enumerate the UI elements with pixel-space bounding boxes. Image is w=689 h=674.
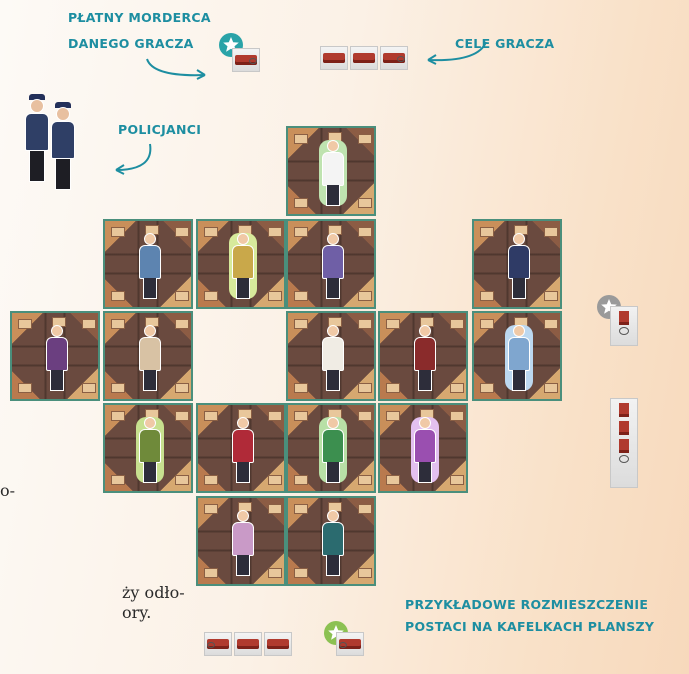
arrow-to-police-icon (110, 142, 160, 178)
police-label: POLICJANCI (118, 120, 201, 140)
figure-navy-suit (505, 233, 533, 299)
target-card (234, 632, 262, 656)
police-figures (22, 94, 78, 189)
target-card (232, 48, 260, 72)
board-tile (10, 311, 100, 401)
figure-priest (319, 325, 347, 391)
figure-purple-dress (319, 233, 347, 299)
body-text-line-1: o- (0, 482, 15, 500)
board-tile (378, 311, 468, 401)
board-tile (196, 403, 286, 493)
figure-red-top (229, 417, 257, 483)
board-tile (103, 311, 193, 401)
figure-yellow-jacket (229, 233, 257, 299)
board-tile (286, 126, 376, 216)
board-tile (286, 496, 376, 586)
board-tile (286, 403, 376, 493)
figure-teal-suit (319, 510, 347, 576)
example-label-line1: PRZYKŁADOWE ROZMIESZCZENIE (405, 595, 648, 615)
player-targets-label: CELE GRACZA (455, 34, 554, 54)
board-tile (472, 219, 562, 309)
assassin-card (232, 48, 260, 72)
board-tile (472, 311, 562, 401)
figure-purple-coat (43, 325, 71, 391)
arrow-to-assassin-icon (145, 55, 215, 85)
target-card (320, 46, 348, 70)
target-card (264, 632, 292, 656)
figure-pink-lady (229, 510, 257, 576)
figure-blue-shirt (505, 325, 533, 391)
body-text-line-2: ży odło- (122, 584, 185, 602)
vertical-card-single (610, 306, 638, 346)
board-tile (378, 403, 468, 493)
player-target-cards (320, 46, 408, 70)
board-tile (196, 496, 286, 586)
target-card (350, 46, 378, 70)
assassin-label-line2: DANEGO GRACZA (68, 34, 194, 54)
target-card (380, 46, 408, 70)
figure-blue-coat (136, 233, 164, 299)
board-tile (286, 219, 376, 309)
bottom-target-cards (204, 632, 292, 656)
assassin-label-line1: PŁATNY MORDERCA (68, 8, 211, 28)
board-tile (286, 311, 376, 401)
target-card (336, 632, 364, 656)
figure-violet-dancer (411, 417, 439, 483)
figure-plant-man (136, 417, 164, 483)
figure-bag-lady (136, 325, 164, 391)
green-star-card (336, 632, 364, 656)
board-tile (196, 219, 286, 309)
target-card (204, 632, 232, 656)
figure-white-dress (319, 140, 347, 206)
example-label-line2: POSTACI NA KAFELKACH PLANSZY (405, 617, 654, 637)
board-tile (103, 219, 193, 309)
board-tile (103, 403, 193, 493)
figure-green-dress (319, 417, 347, 483)
vertical-card-triple (610, 398, 638, 488)
figure-red-vest (411, 325, 439, 391)
body-text-line-3: ory. (122, 604, 151, 622)
